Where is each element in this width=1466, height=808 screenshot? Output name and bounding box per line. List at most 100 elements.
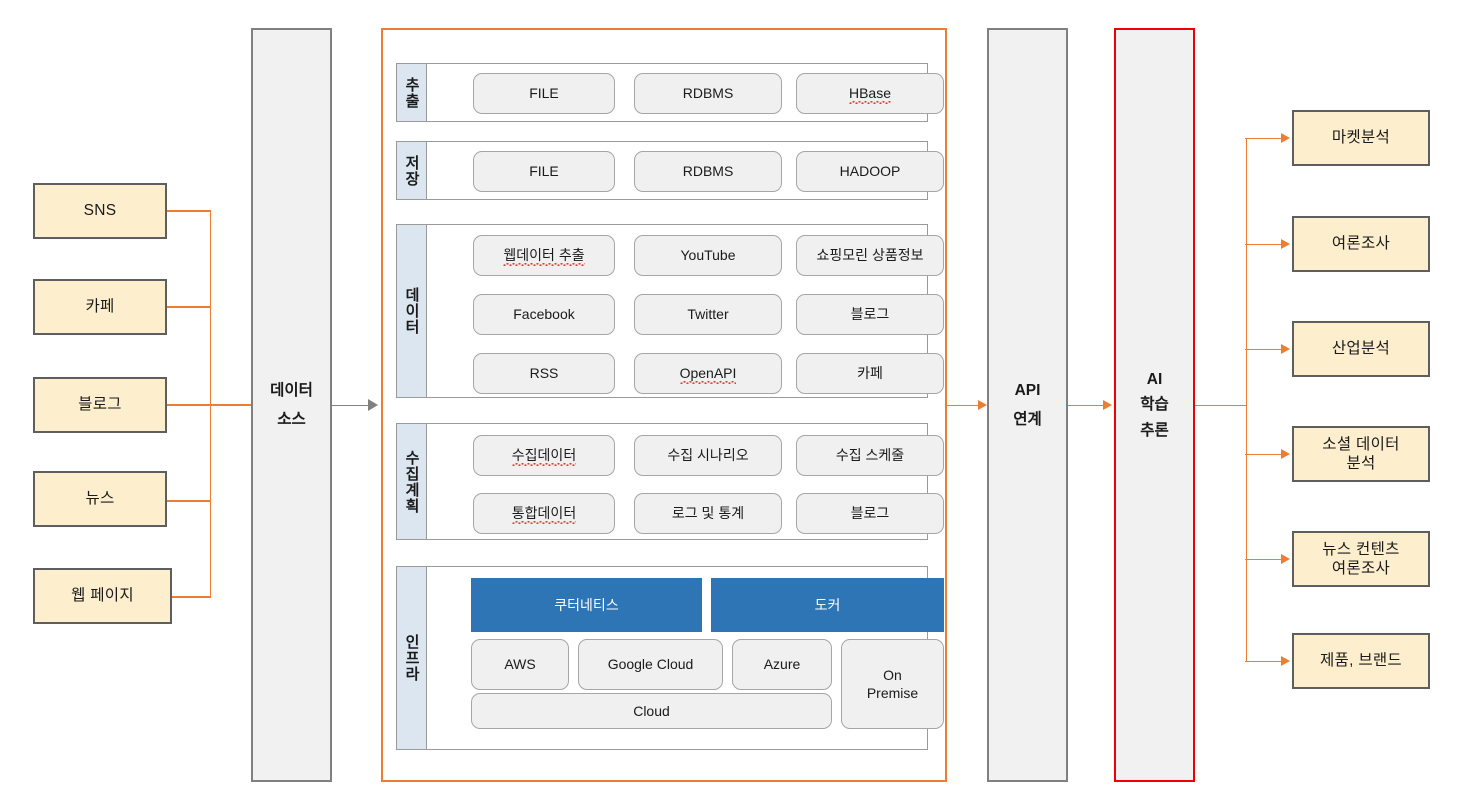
chip-on-premise[interactable]: On Premise xyxy=(841,639,944,729)
on-premise-line-2: Premise xyxy=(866,685,919,701)
pillar-line: 연계 xyxy=(1013,411,1042,428)
chip-blog[interactable]: 블로그 xyxy=(796,493,944,534)
source-label: 블로그 xyxy=(78,396,122,414)
arrow-output-news xyxy=(1281,553,1290,564)
output-box-industry-analysis[interactable]: 산업분석 xyxy=(1292,321,1430,377)
on-premise-line-1: On xyxy=(883,666,902,683)
output-box-market-analysis[interactable]: 마켓분석 xyxy=(1292,110,1430,166)
chip-rss[interactable]: RSS xyxy=(473,353,615,394)
chip-web-data-extract[interactable]: 웹데이터 추출 xyxy=(473,235,615,276)
section-body: 웹데이터 추출 YouTube 쇼핑모린 상품정보 Facebook Twitt… xyxy=(427,225,944,397)
chip-collect-data[interactable]: 수집데이터 xyxy=(473,435,615,476)
section-label-infra: 인프라 xyxy=(397,567,427,749)
source-label: 뉴스 xyxy=(85,490,115,508)
connector-output-social xyxy=(1245,453,1283,456)
source-label: SNS xyxy=(83,202,117,220)
source-label: 카페 xyxy=(85,298,115,316)
pillar-ai[interactable]: AI 학습 추론 xyxy=(1114,28,1195,782)
chip-youtube[interactable]: YouTube xyxy=(634,235,782,276)
chip-azure[interactable]: Azure xyxy=(732,639,832,690)
pillar-line: 추론 xyxy=(1140,421,1169,439)
chip-kubernetes[interactable]: 쿠터네티스 xyxy=(471,578,702,632)
chip-docker[interactable]: 도커 xyxy=(711,578,944,632)
output-label-line-1: 제품, 브랜드 xyxy=(1319,652,1402,670)
section-extract: 추출 FILE RDBMS HBase xyxy=(396,63,944,122)
pillar-api[interactable]: API 연계 xyxy=(987,28,1068,782)
source-box-webpage[interactable]: 웹 페이지 xyxy=(33,568,172,624)
output-box-product-brand[interactable]: 제품, 브랜드 xyxy=(1292,633,1430,689)
arrow-output-social xyxy=(1281,448,1290,459)
chip-facebook[interactable]: Facebook xyxy=(473,294,615,335)
connector-output-brand xyxy=(1245,660,1283,663)
source-box-blog[interactable]: 블로그 xyxy=(33,377,167,433)
connector-output-market xyxy=(1245,137,1283,140)
section-body: 쿠터네티스 도커 AWS Google Cloud Azure Cloud On… xyxy=(427,567,944,749)
chip-rdbms[interactable]: RDBMS xyxy=(634,151,782,192)
arrow-datasource-to-platform xyxy=(368,399,378,411)
output-label-line-1: 소셜 데이터 xyxy=(1322,435,1400,453)
source-box-sns[interactable]: SNS xyxy=(33,183,167,239)
output-box-public-opinion-poll[interactable]: 여론조사 xyxy=(1292,216,1430,272)
section-label-extract: 추출 xyxy=(397,64,427,121)
source-box-news[interactable]: 뉴스 xyxy=(33,471,167,527)
output-box-social-data-analysis[interactable]: 소셜 데이터 분석 xyxy=(1292,426,1430,482)
section-storage: 저장 FILE RDBMS HADOOP xyxy=(396,141,944,200)
output-label-line-1: 마켓분석 xyxy=(1331,129,1391,147)
section-body: FILE RDBMS HADOOP xyxy=(427,142,944,199)
chip-hbase[interactable]: HBase xyxy=(796,73,944,114)
connector-output-industry xyxy=(1245,348,1283,351)
connector-output-poll xyxy=(1245,243,1283,246)
connector-blog xyxy=(167,404,211,406)
connector-sns xyxy=(167,210,211,212)
pillar-line: API xyxy=(1014,381,1041,399)
arrow-output-poll xyxy=(1281,238,1290,249)
arrow-platform-to-api xyxy=(978,399,987,410)
connector-output-bus xyxy=(1245,138,1248,661)
chip-log-and-stats[interactable]: 로그 및 통계 xyxy=(634,493,782,534)
connector-source-bus xyxy=(209,210,212,597)
pillar-line: 소스 xyxy=(277,411,306,428)
connector-output-news xyxy=(1245,558,1283,561)
chip-file[interactable]: FILE xyxy=(473,73,615,114)
arrow-output-industry xyxy=(1281,343,1290,354)
pillar-line: 데이터 xyxy=(270,381,313,399)
connector-bus-to-datasource xyxy=(209,404,254,406)
connector-cafe xyxy=(167,306,211,308)
source-label: 웹 페이지 xyxy=(71,587,134,605)
connector-datasource-to-platform xyxy=(332,404,370,407)
connector-api-to-ai xyxy=(1068,404,1106,407)
connector-platform-to-api xyxy=(947,404,981,407)
section-label-collection-plan: 수집계획 xyxy=(397,424,427,539)
chip-integrated-data[interactable]: 통합데이터 xyxy=(473,493,615,534)
chip-twitter[interactable]: Twitter xyxy=(634,294,782,335)
section-infra: 인프라 쿠터네티스 도커 AWS Google Cloud Azure Clou… xyxy=(396,566,944,750)
chip-cafe[interactable]: 카페 xyxy=(796,353,944,394)
pillar-data-source[interactable]: 데이터 소스 xyxy=(251,28,332,782)
section-body: 수집데이터 수집 시나리오 수집 스케줄 통합데이터 로그 및 통계 블로그 xyxy=(427,424,944,539)
chip-cloud[interactable]: Cloud xyxy=(471,693,832,729)
output-label-line-2: 여론조사 xyxy=(1331,560,1391,577)
chip-rdbms[interactable]: RDBMS xyxy=(634,73,782,114)
arrow-output-brand xyxy=(1281,655,1290,666)
arrow-output-market xyxy=(1281,132,1290,143)
section-body: FILE RDBMS HBase xyxy=(427,64,944,121)
chip-collect-scenario[interactable]: 수집 시나리오 xyxy=(634,435,782,476)
chip-collect-schedule[interactable]: 수집 스케줄 xyxy=(796,435,944,476)
section-label-storage: 저장 xyxy=(397,142,427,199)
chip-aws[interactable]: AWS xyxy=(471,639,569,690)
chip-shopping-product-info[interactable]: 쇼핑모린 상품정보 xyxy=(796,235,944,276)
chip-hadoop[interactable]: HADOOP xyxy=(796,151,944,192)
pillar-line: AI xyxy=(1146,370,1163,388)
source-box-cafe[interactable]: 카페 xyxy=(33,279,167,335)
output-box-news-content-poll[interactable]: 뉴스 컨텐츠 여론조사 xyxy=(1292,531,1430,587)
connector-news xyxy=(167,500,211,502)
chip-blog[interactable]: 블로그 xyxy=(796,294,944,335)
chip-file[interactable]: FILE xyxy=(473,151,615,192)
chip-openapi[interactable]: OpenAPI xyxy=(634,353,782,394)
connector-ai-to-output-bus xyxy=(1195,404,1247,407)
connector-webpage xyxy=(172,596,211,598)
chip-google-cloud[interactable]: Google Cloud xyxy=(578,639,723,690)
output-label-line-1: 뉴스 컨텐츠 xyxy=(1322,540,1400,558)
section-label-data: 데이터 xyxy=(397,225,427,397)
